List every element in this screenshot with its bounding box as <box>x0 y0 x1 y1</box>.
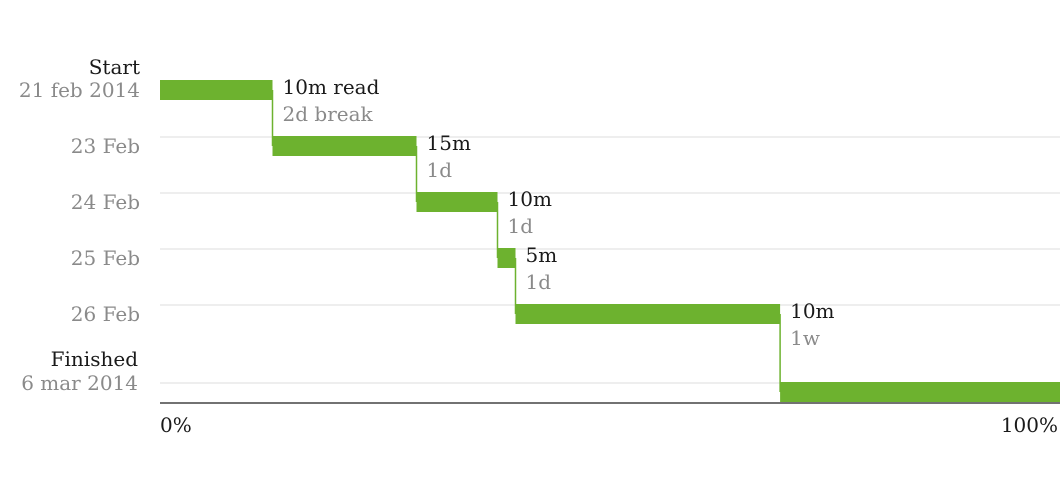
date-label-4: 26 Feb <box>71 302 140 326</box>
duration-label-4: 10m <box>790 299 834 323</box>
labels: Start Finished 0% 100% 21 feb 2014 10m re… <box>19 55 1058 437</box>
duration-label-1: 15m <box>427 131 471 155</box>
gap-label-4: 1w <box>790 326 820 350</box>
gap-label-1: 1d <box>427 158 453 182</box>
session-bar-5 <box>780 382 1060 402</box>
session-bar-0 <box>160 80 273 100</box>
finished-label: Finished <box>51 347 139 371</box>
date-label-5: 6 mar 2014 <box>21 371 138 395</box>
gap-label-0: 2d break <box>283 102 374 126</box>
date-label-2: 24 Feb <box>71 190 140 214</box>
session-bar-4 <box>515 304 781 324</box>
start-label: Start <box>89 55 140 79</box>
connector-lines <box>271 90 781 392</box>
x-tick-label-100: 100% <box>1001 413 1058 437</box>
session-bar-1 <box>272 136 417 156</box>
grid-lines <box>160 136 1060 384</box>
duration-label-0: 10m read <box>283 75 380 99</box>
x-tick-label-0: 0% <box>160 413 192 437</box>
date-label-0: 21 feb 2014 <box>19 78 140 102</box>
session-bars <box>160 80 1060 402</box>
gap-label-2: 1d <box>508 214 534 238</box>
gap-label-3: 1d <box>526 270 552 294</box>
duration-label-2: 10m <box>508 187 552 211</box>
session-bar-2 <box>416 192 498 212</box>
duration-label-3: 5m <box>526 243 558 267</box>
date-label-3: 25 Feb <box>71 246 140 270</box>
session-bar-3 <box>497 248 516 268</box>
date-label-1: 23 Feb <box>71 134 140 158</box>
